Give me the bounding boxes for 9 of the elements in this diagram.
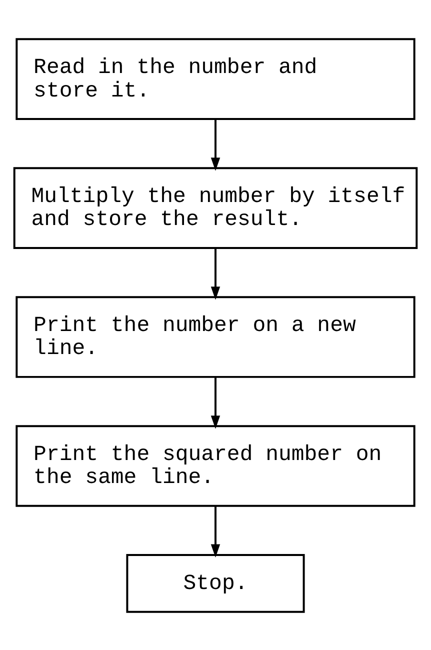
node-box: Print the squared number on the same line. [16,424,416,506]
arrow [210,376,220,428]
arrow [210,248,220,300]
node-box: Print the number on a new line. [16,296,416,378]
node-box: Multiply the number by itself and store the result. [13,166,418,248]
node-box: Read in the number and store it. [16,38,416,120]
node-box: Stop. [126,554,305,612]
arrow [210,118,220,170]
arrow [210,506,220,557]
